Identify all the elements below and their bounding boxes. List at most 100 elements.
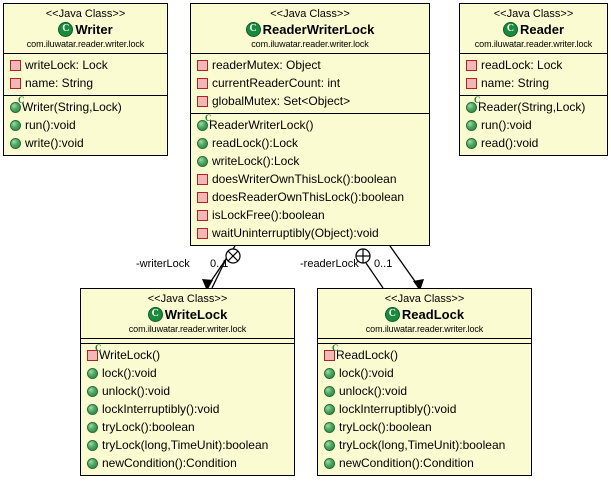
class-stereotype: <<Java Class>> (270, 8, 350, 20)
private-method-icon (197, 227, 208, 239)
class-name: Reader (519, 22, 565, 37)
attributes-compartment-writelock (81, 339, 294, 344)
operation-row[interactable]: tryLock(long,TimeUnit):boolean (318, 436, 531, 454)
operations-compartment-writer: C Writer(String,Lock) run():void write()… (4, 95, 167, 155)
attribute-label: writeLock: Lock (25, 58, 108, 72)
association-multiplicity-writerLock: 0..1 (210, 258, 229, 270)
private-attribute-icon (466, 59, 477, 71)
operation-label: readLock():Lock (212, 136, 299, 150)
attribute-row[interactable]: writeLock: Lock (4, 56, 167, 74)
class-package: com.iluwatar.reader.writer.lock (365, 324, 484, 334)
class-box-writer[interactable]: <<Java Class>> C Writer com.iluwatar.rea… (3, 3, 168, 156)
private-constructor-icon: C (324, 343, 339, 361)
class-title-writer: C Writer (8, 21, 163, 38)
operation-label: run():void (25, 118, 76, 132)
class-box-readlock[interactable]: <<Java Class>> C ReadLock com.iluwatar.r… (317, 288, 532, 476)
class-name: ReaderWriterLock (262, 22, 375, 37)
operation-row[interactable]: newCondition():Condition (81, 454, 294, 472)
public-method-icon (324, 421, 335, 433)
class-header-readerwriterlock: <<Java Class>> C ReaderWriterLock com.il… (191, 4, 429, 54)
operation-row[interactable]: tryLock():boolean (318, 418, 531, 436)
attribute-row[interactable]: readerMutex: Object (191, 56, 429, 74)
public-method-icon (10, 137, 21, 149)
operation-row[interactable]: C WriteLock() (81, 342, 294, 364)
class-title-reader: C Reader (464, 21, 603, 38)
attribute-row[interactable]: currentReaderCount: int (191, 74, 429, 92)
operation-row[interactable]: lockInterruptibly():void (318, 400, 531, 418)
operation-row[interactable]: read():void (460, 134, 607, 152)
constructor-marker: C (95, 342, 102, 353)
operation-label: read():void (481, 136, 539, 150)
private-method-icon (197, 191, 208, 203)
operation-row[interactable]: lock():void (318, 364, 531, 382)
operation-row[interactable]: C Writer(String,Lock) (4, 95, 167, 116)
operation-row[interactable]: readLock():Lock (191, 134, 429, 152)
private-attribute-icon (197, 95, 208, 107)
private-attribute-icon (466, 77, 477, 89)
class-package: com.iluwatar.reader.writer.lock (128, 324, 247, 334)
operation-row[interactable]: C Reader(String,Lock) (460, 95, 607, 116)
operation-row[interactable]: tryLock():boolean (81, 418, 294, 436)
class-box-readerwriterlock[interactable]: <<Java Class>> C ReaderWriterLock com.il… (190, 3, 430, 246)
operation-row[interactable]: newCondition():Condition (318, 454, 531, 472)
operation-row[interactable]: run():void (4, 116, 167, 134)
public-constructor-icon: C (466, 95, 481, 113)
operation-label: unlock():void (339, 384, 408, 398)
class-stereotype: <<Java Class>> (45, 8, 126, 20)
constructor-marker: C (332, 342, 339, 353)
attribute-label: name: String (481, 76, 550, 90)
operation-row[interactable]: tryLock(long,TimeUnit):boolean (81, 436, 294, 454)
attribute-row[interactable]: readLock: Lock (460, 56, 607, 74)
class-box-writelock[interactable]: <<Java Class>> C WriteLock com.iluwatar.… (80, 288, 295, 476)
class-package: com.iluwatar.reader.writer.lock (26, 39, 145, 49)
public-method-icon (87, 439, 98, 451)
java-class-icon: C (58, 22, 74, 37)
operation-row[interactable]: waitUninterruptibly(Object):void (191, 224, 429, 242)
attribute-row[interactable]: name: String (4, 74, 167, 92)
operation-row[interactable]: run():void (460, 116, 607, 134)
operation-label: tryLock():boolean (339, 420, 432, 434)
operation-row[interactable]: isLockFree():boolean (191, 206, 429, 224)
attribute-label: name: String (25, 76, 94, 90)
class-package: com.iluwatar.reader.writer.lock (251, 39, 369, 49)
operation-label: lockInterruptibly():void (102, 402, 220, 416)
public-method-icon (87, 421, 98, 433)
operation-row[interactable]: unlock():void (318, 382, 531, 400)
operation-row[interactable]: C ReadLock() (318, 343, 531, 364)
public-method-icon (10, 119, 21, 131)
private-attribute-icon (10, 77, 21, 89)
class-box-reader[interactable]: <<Java Class>> C Reader com.iluwatar.rea… (459, 3, 608, 156)
attributes-compartment-reader: readLock: Lock name: String (460, 54, 607, 96)
public-method-icon (466, 137, 477, 149)
association-writerLock[interactable] (202, 245, 241, 291)
attribute-row[interactable]: name: String (460, 74, 607, 92)
operation-row[interactable]: lock():void (81, 364, 294, 382)
association-label-readerLock: -readerLock (300, 258, 359, 270)
operation-row[interactable]: C ReaderWriterLock() (191, 112, 429, 134)
operation-row[interactable]: unlock():void (81, 382, 294, 400)
operation-row[interactable]: writeLock():Lock (191, 152, 429, 170)
operation-label: doesWriterOwnThisLock():boolean (212, 172, 397, 186)
operation-row[interactable]: doesWriterOwnThisLock():boolean (191, 170, 429, 188)
constructor-marker: C (205, 112, 212, 123)
attributes-compartment-readerwriterlock: readerMutex: Object currentReaderCount: … (191, 54, 429, 114)
operation-label: isLockFree():boolean (212, 208, 325, 222)
operation-row[interactable]: lockInterruptibly():void (81, 400, 294, 418)
operation-row[interactable]: doesReaderOwnThisLock():boolean (191, 188, 429, 206)
association-label-writerLock: -writerLock (136, 258, 190, 270)
operation-label: newCondition():Condition (102, 456, 237, 470)
public-method-icon (87, 385, 98, 397)
association-readerLock[interactable] (355, 245, 424, 291)
operation-label: ReadLock() (336, 348, 399, 362)
operation-label: newCondition():Condition (339, 456, 474, 470)
operation-label: doesReaderOwnThisLock():boolean (212, 190, 405, 204)
attribute-label: readerMutex: Object (212, 58, 321, 72)
operation-label: tryLock(long,TimeUnit):boolean (339, 438, 506, 452)
private-method-icon (197, 173, 208, 185)
class-header-writer: <<Java Class>> C Writer com.iluwatar.rea… (4, 4, 167, 54)
attribute-row[interactable]: globalMutex: Set<Object> (191, 92, 429, 110)
attribute-label: globalMutex: Set<Object> (212, 94, 351, 108)
operation-row[interactable]: write():void (4, 134, 167, 152)
operation-label: run():void (481, 118, 532, 132)
